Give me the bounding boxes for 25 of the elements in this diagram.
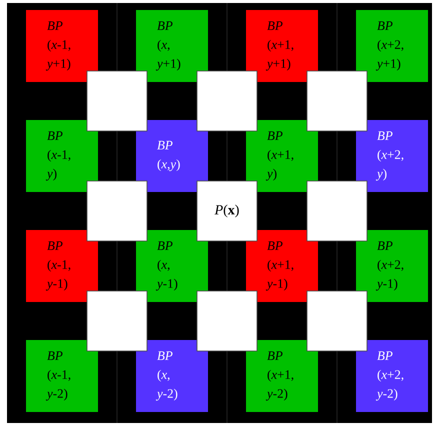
pixel-square: BP (x, y-2) [136, 340, 208, 412]
sample-square [196, 290, 258, 352]
pixel-square: BP (x+1, y-1) [246, 230, 318, 302]
pixel-square: BP (x+1, y-2) [246, 340, 318, 412]
pixel-square: BP (x+1, y) [246, 120, 318, 192]
pixel-square: BP (x-1, y+1) [26, 10, 98, 82]
sample-square [306, 180, 368, 242]
sample-square [306, 70, 368, 132]
pixel-square: BP (x+1, y+1) [246, 10, 318, 82]
pixel-square: BP (x+2, y+1) [356, 10, 428, 82]
pixel-square: BP (x-1, y-2) [26, 340, 98, 412]
pixel-square: BP (x+2, y) [356, 120, 428, 192]
sample-square: P(x) [196, 180, 258, 242]
sample-square [196, 70, 258, 132]
pixel-square: BP (x+2, y-2) [356, 340, 428, 412]
pixel-square: BP (x,y) [136, 120, 208, 192]
sample-square [86, 70, 148, 132]
pixel-square: BP (x-1, y-1) [26, 230, 98, 302]
pixel-square: BP (x-1, y) [26, 120, 98, 192]
pixel-square: BP (x, y+1) [136, 10, 208, 82]
sample-square [86, 180, 148, 242]
sample-square [86, 290, 148, 352]
sample-square [306, 290, 368, 352]
pixel-square: BP (x, y-1) [136, 230, 208, 302]
pixel-square: BP (x+2, y-1) [356, 230, 428, 302]
